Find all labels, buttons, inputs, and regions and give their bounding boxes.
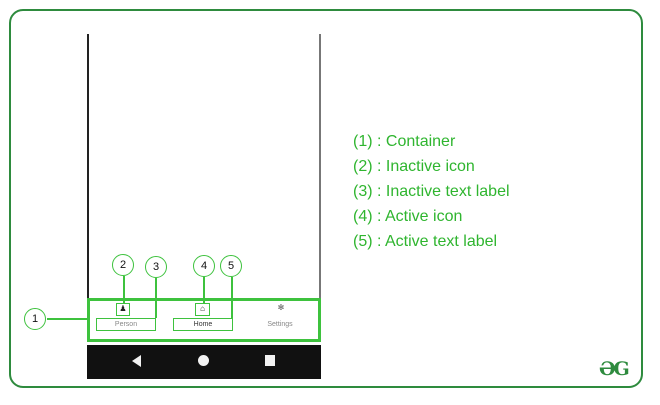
active-label-highlight	[173, 318, 233, 331]
legend-item-inactive-icon: (2) : Inactive icon	[353, 158, 475, 175]
tab-label-home[interactable]: Home	[193, 321, 213, 328]
legend-item-container: (1) : Container	[353, 133, 456, 150]
gfg-logo: ƏG	[599, 358, 630, 380]
inactive-icon-highlight	[116, 303, 130, 316]
leader-line-2	[123, 276, 125, 303]
callout-2: 2	[112, 254, 134, 276]
callout-3: 3	[145, 256, 167, 278]
system-navigation-bar	[87, 345, 321, 379]
phone-left-edge	[87, 34, 89, 298]
legend-item-active-text-label: (5) : Active text label	[353, 233, 498, 250]
callout-1: 1	[24, 308, 46, 330]
leader-line-1	[47, 318, 88, 320]
active-icon-highlight	[195, 303, 210, 316]
tab-label-settings[interactable]: Settings	[267, 321, 293, 328]
home-circle-icon[interactable]	[198, 355, 209, 366]
inactive-label-highlight	[96, 318, 156, 331]
phone-right-edge	[319, 34, 321, 298]
settings-icon[interactable]: ✻	[277, 303, 285, 312]
home-icon[interactable]: ⌂	[200, 304, 205, 313]
leader-line-5	[231, 277, 233, 318]
legend-item-inactive-text-label: (3) : Inactive text label	[353, 183, 510, 200]
leader-line-3	[155, 278, 157, 318]
diagram-frame	[9, 9, 643, 388]
tab-label-person[interactable]: Person	[114, 321, 138, 328]
person-icon[interactable]: ♟	[119, 304, 127, 313]
legend-item-active-icon: (4) : Active icon	[353, 208, 463, 225]
recents-square-icon[interactable]	[265, 355, 275, 366]
callout-4: 4	[193, 255, 215, 277]
leader-line-4	[203, 277, 205, 303]
callout-5: 5	[220, 255, 242, 277]
legend: (1) : Container (2) : Inactive icon (3) …	[353, 129, 510, 254]
back-icon[interactable]	[132, 355, 141, 367]
